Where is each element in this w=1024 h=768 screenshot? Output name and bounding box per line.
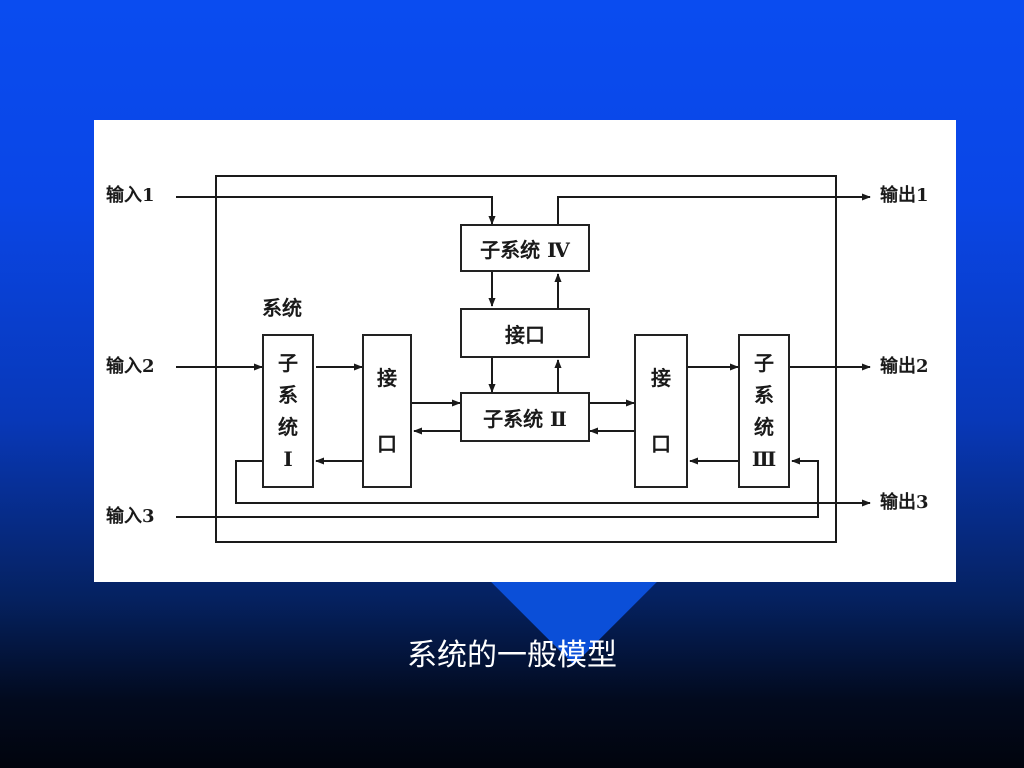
- output-1-label: 输出1: [880, 185, 929, 206]
- interface-top-label: 接口: [505, 322, 545, 347]
- input-1-label: 输入1: [106, 185, 155, 206]
- slide-caption: 系统的一般模型: [407, 638, 617, 673]
- arrow-output3: [235, 460, 871, 507]
- subsystem-1-char-2: 系: [278, 383, 298, 407]
- system-label: 系统: [262, 296, 302, 320]
- arrow-output1: [557, 193, 871, 224]
- interface-left-box: 接 口: [362, 334, 412, 488]
- subsystem-1-char-3: 统: [278, 415, 298, 439]
- subsystem-3-char-1: 子: [754, 351, 774, 375]
- subsystem-3-char-2: 系: [754, 383, 774, 407]
- subsystem-3-char-4: Ⅲ: [751, 447, 777, 471]
- subsystem-4-label: 子系统 Ⅳ: [480, 237, 570, 262]
- diagram-panel: 输入1 输入2 输入3 输出1 输出2 输出3 系统 子系统 Ⅳ 接口 子系统 …: [94, 120, 956, 582]
- input-2-label: 输入2: [106, 356, 155, 377]
- subsystem-2-box: 子系统 Ⅱ: [460, 392, 590, 442]
- arrow-input3: [176, 457, 819, 518]
- subsystem-3-char-3: 统: [754, 415, 774, 439]
- diagram-lines: [176, 175, 871, 543]
- output-3-label: 输出3: [880, 492, 929, 513]
- subsystem-2-label: 子系统 Ⅱ: [483, 406, 567, 431]
- interface-right-box: 接 口: [634, 334, 688, 488]
- interface-right-char-2: 口: [651, 432, 671, 456]
- subsystem-1-box: 子 系 统 I: [262, 334, 314, 488]
- subsystem-1-char-4: I: [283, 447, 293, 471]
- interface-top-box: 接口: [460, 308, 590, 358]
- system-boundary: [215, 175, 837, 543]
- interface-left-char-2: 口: [377, 432, 397, 456]
- subsystem-4-box: 子系统 Ⅳ: [460, 224, 590, 272]
- interface-right-char-1: 接: [651, 366, 671, 390]
- interface-left-char-1: 接: [377, 366, 397, 390]
- arrow-input1: [176, 196, 496, 225]
- input-3-label: 输入3: [106, 506, 155, 527]
- output-2-label: 输出2: [880, 356, 929, 377]
- subsystem-1-char-1: 子: [278, 351, 298, 375]
- subsystem-3-box: 子 系 统 Ⅲ: [738, 334, 790, 488]
